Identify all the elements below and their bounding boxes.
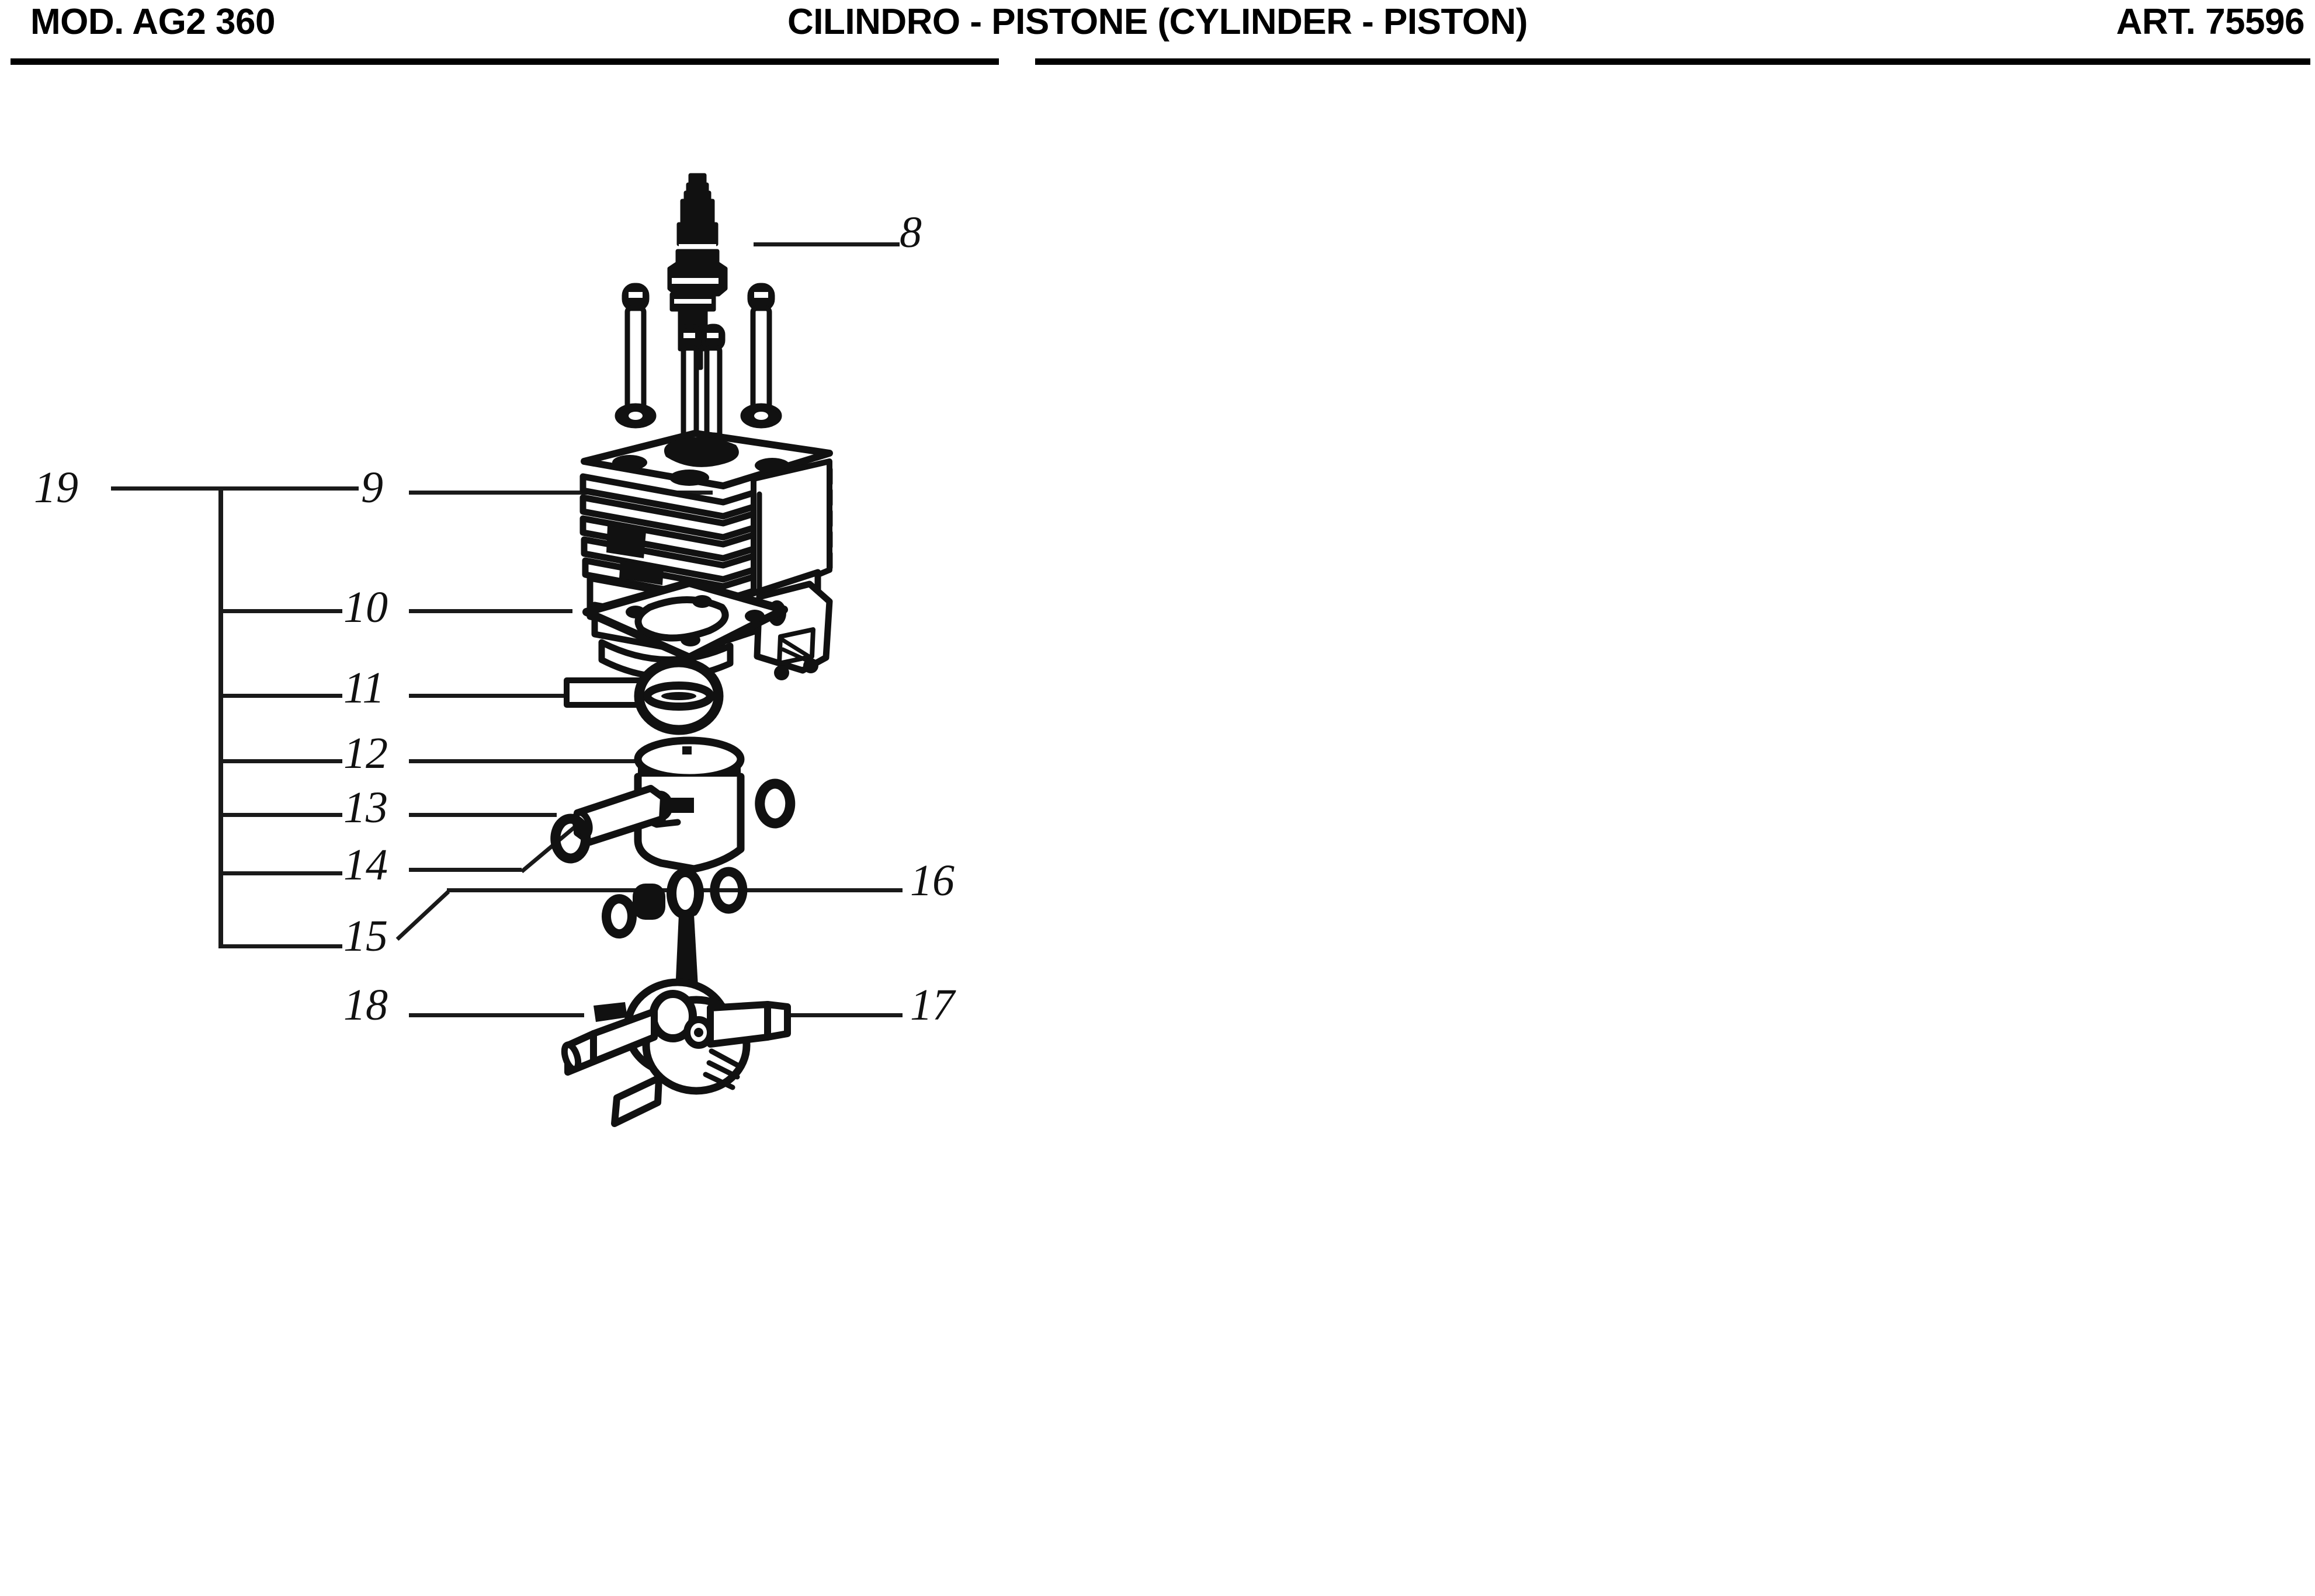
part-piston-pin — [572, 785, 667, 846]
header-rule-left — [11, 58, 999, 65]
leader-line-17 — [768, 1013, 903, 1017]
part-head-bolts — [615, 283, 782, 455]
part-spark-plug — [667, 173, 728, 370]
leader-line-12-stub — [218, 759, 342, 763]
callout-label-12[interactable]: 12 — [343, 729, 388, 778]
leader-line-14-diagonal — [520, 821, 581, 874]
callout-label-17[interactable]: 17 — [910, 980, 955, 1030]
part-cylinder-base-gasket — [582, 579, 788, 662]
leader-line-13 — [409, 813, 557, 817]
leader-line-10-stub — [218, 609, 342, 613]
article-number-label: ART. 75596 — [2116, 2, 2305, 42]
leader-line-19 — [111, 486, 222, 491]
callout-label-19[interactable]: 19 — [34, 463, 78, 512]
leader-line-14 — [409, 868, 522, 872]
leader-line-9 — [409, 491, 713, 495]
leader-line-11 — [409, 694, 568, 698]
leader-line-8 — [754, 242, 900, 246]
leader-line-14-stub — [218, 871, 342, 875]
callout-label-14[interactable]: 14 — [343, 840, 388, 889]
leader-line-13-stub — [218, 813, 342, 817]
leader-line-9-stub — [218, 486, 359, 491]
callout-label-11[interactable]: 11 — [343, 663, 385, 712]
leader-line-18 — [409, 1013, 584, 1017]
leader-line-16 — [733, 888, 903, 892]
header-rule-right — [1035, 58, 2310, 65]
callout-label-13[interactable]: 13 — [343, 783, 388, 832]
callout-label-16[interactable]: 16 — [910, 856, 955, 905]
leader-line-15 — [447, 888, 751, 892]
leader-line-12 — [409, 759, 653, 763]
part-crankshaft — [561, 915, 791, 1127]
model-label: MOD. AG2 360 — [30, 2, 275, 42]
part-piston-ring — [564, 657, 724, 735]
callout-label-15[interactable]: 15 — [343, 912, 388, 961]
part-needle-bearing-and-washers — [602, 867, 748, 939]
part-woodruff-key — [593, 1002, 627, 1022]
callout-label-18[interactable]: 18 — [343, 980, 388, 1030]
bracket-spine-19 — [218, 486, 223, 948]
callout-label-9[interactable]: 9 — [361, 463, 383, 512]
leader-line-15-stub — [218, 944, 342, 948]
part-cylinder-assembly — [579, 430, 833, 680]
leader-line-10 — [409, 609, 572, 613]
leader-line-15-diagonal — [395, 890, 450, 941]
page-title: CILINDRO - PISTONE (CYLINDER - PISTON) — [787, 2, 1528, 42]
callout-label-8[interactable]: 8 — [900, 208, 922, 257]
callout-label-10[interactable]: 10 — [343, 583, 388, 632]
part-piston — [634, 736, 745, 873]
part-piston-pin-circlip — [550, 778, 796, 864]
leader-line-11-stub — [218, 694, 342, 698]
